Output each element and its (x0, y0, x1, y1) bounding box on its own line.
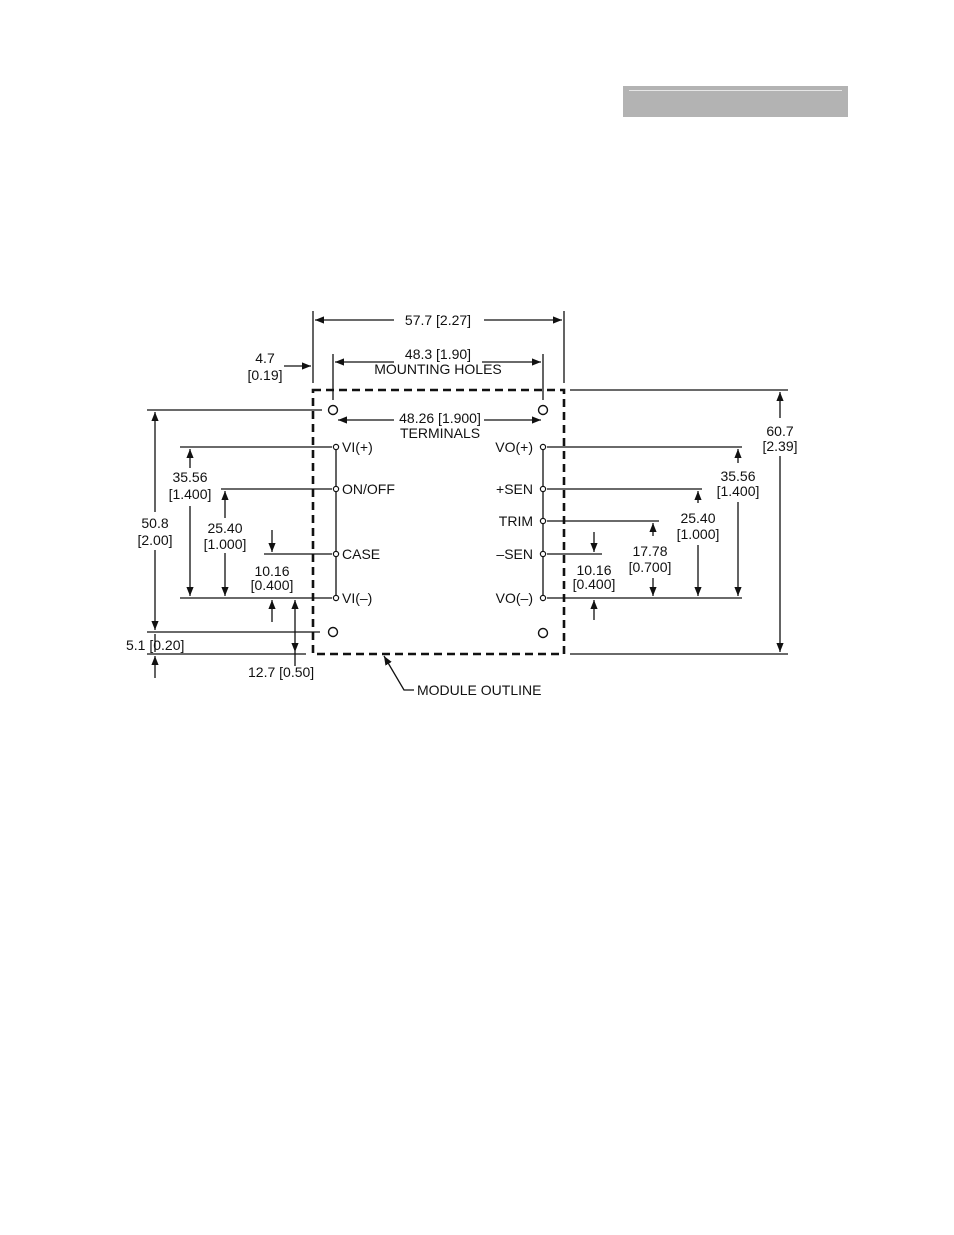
dim-right-minus-sen-in: [0.700] (629, 559, 672, 575)
dim-overall-height-in: [2.39] (762, 438, 797, 454)
pin-case (333, 551, 338, 556)
pin-vo-minus (540, 595, 545, 600)
label-trim: TRIM (499, 513, 533, 529)
dim-bottom-hole-offset: 5.1 [0.20] (126, 637, 184, 653)
label-vo-minus: VO(–) (496, 590, 533, 606)
mounting-hole-bottom-left (329, 628, 338, 637)
mounting-hole-bottom-right (539, 629, 548, 638)
dim-overall-height-mm: 60.7 (766, 423, 793, 439)
label-vo-plus: VO(+) (495, 439, 533, 455)
pin-on-off (333, 486, 338, 491)
dim-left-case-in: [1.000] (204, 536, 247, 552)
pin-vo-plus (540, 444, 545, 449)
label-case: CASE (342, 546, 380, 562)
dim-left-offset-mm: 4.7 (255, 350, 275, 366)
dim-overall-width: 57.7 [2.27] (405, 312, 471, 328)
label-plus-sen: +SEN (496, 481, 533, 497)
pin-minus-sen (540, 551, 545, 556)
dim-left-hole-spacing-mm: 50.8 (141, 515, 168, 531)
dim-terminals-value: 48.26 [1.900] (399, 410, 481, 426)
dim-bottom-terminal-offset: 12.7 [0.50] (248, 664, 314, 680)
dim-terminals-label: TERMINALS (400, 425, 480, 441)
pin-plus-sen (540, 486, 545, 491)
dim-right-sen-mm: 35.56 (720, 468, 755, 484)
pin-vi-plus (333, 444, 338, 449)
mounting-hole-top-left (329, 406, 338, 415)
label-vi-plus: VI(+) (342, 439, 373, 455)
dim-right-sen-in: [1.400] (717, 483, 760, 499)
dim-right-trim-in: [1.000] (677, 526, 720, 542)
dim-left-offset-in: [0.19] (247, 367, 282, 383)
dim-left-on-off-in: [1.400] (169, 486, 212, 502)
dim-right-minus-sen-mm: 17.78 (632, 543, 667, 559)
dim-left-on-off-mm: 35.56 (172, 469, 207, 485)
label-on-off: ON/OFF (342, 481, 395, 497)
label-vi-minus: VI(–) (342, 590, 372, 606)
dim-right-vo-in: [0.400] (573, 576, 616, 592)
dim-right-trim-mm: 25.40 (680, 510, 715, 526)
dim-mounting-holes-label: MOUNTING HOLES (374, 361, 502, 377)
module-outline-leader (384, 656, 414, 690)
dim-left-vi-in: [0.400] (251, 577, 294, 593)
dim-left-case-mm: 25.40 (207, 520, 242, 536)
dim-left-hole-spacing-in: [2.00] (137, 532, 172, 548)
mounting-hole-top-right (539, 406, 548, 415)
label-module-outline: MODULE OUTLINE (417, 682, 541, 698)
pin-trim (540, 518, 545, 523)
label-minus-sen: –SEN (496, 546, 533, 562)
pin-vi-minus (333, 595, 338, 600)
dim-mounting-holes-value: 48.3 [1.90] (405, 346, 471, 362)
